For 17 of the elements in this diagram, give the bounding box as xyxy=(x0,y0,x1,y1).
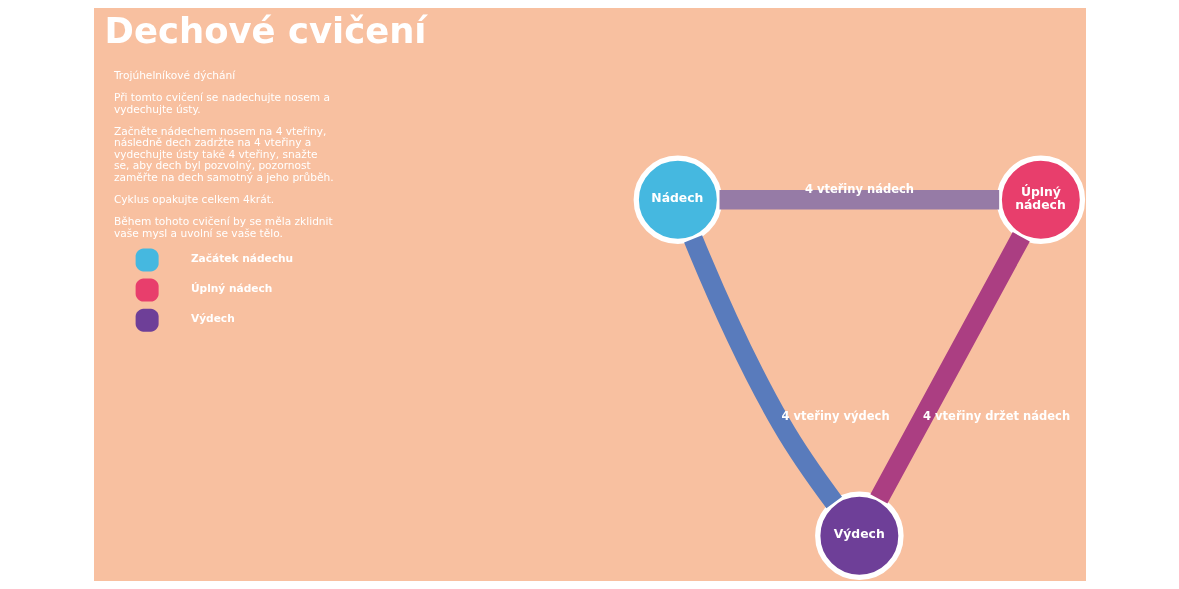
connector xyxy=(719,190,999,210)
label: Při tomto cvičení se nadechujte nosem a vydechujte ústy. xyxy=(113,91,330,116)
connector xyxy=(683,235,842,509)
node-circle: Nádech xyxy=(633,155,722,245)
legend-label: Výdech xyxy=(190,312,235,326)
label: Cyklus opakujte celkem 4krát. xyxy=(113,192,274,206)
edge-label: 4 vteřiny držet nádech xyxy=(922,409,1070,424)
node-circle: Výdech xyxy=(814,491,904,580)
legend-label: Začátek nádechu xyxy=(190,251,293,265)
connector xyxy=(869,232,1030,504)
diagram-title: Dechové cvičení xyxy=(104,9,427,51)
legend-label: Úplný nádech xyxy=(190,281,272,295)
label: Trojúhelníkové dýchání xyxy=(113,69,235,83)
node-circle: Úplný nádech xyxy=(996,155,1085,245)
edge-label: 4 vteřiny výdech xyxy=(780,409,890,424)
label: Začněte nádechem nosem na 4 vteřiny, následně dech zadržte na 4 vteřiny a vydechujte ústy také 4 vteřiny, snažte se, aby dech byl pozvolný, pozornost zaměřte na dech samotný a jeho průběh. xyxy=(113,124,334,184)
label: Během tohoto cvičení by se měla zklidnit vaše mysl a uvolní se vaše tělo. xyxy=(113,215,333,240)
